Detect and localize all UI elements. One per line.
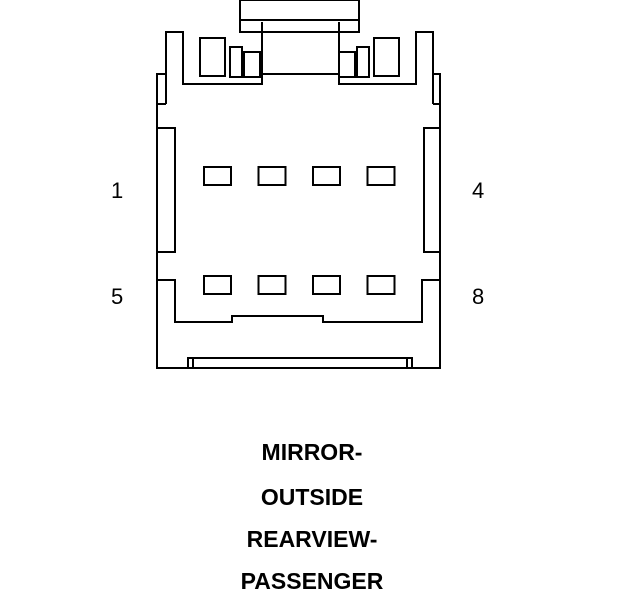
cavity-8 <box>366 275 396 295</box>
left-top-post <box>165 31 263 85</box>
caption-line-2: OUTSIDE <box>260 484 364 510</box>
cavity-4 <box>366 166 396 186</box>
connector-housing <box>156 73 441 369</box>
pin-label-5: 5 <box>111 284 123 309</box>
pin-label-8: 8 <box>472 284 484 309</box>
pin-label-1: 1 <box>111 178 123 203</box>
cavity-1 <box>203 166 232 186</box>
terminal-cavities <box>203 166 396 295</box>
cavity-3 <box>312 166 341 186</box>
pin-label-4: 4 <box>472 178 484 203</box>
caption-line-3: REARVIEW- <box>246 526 378 552</box>
cavity-5 <box>203 275 232 295</box>
caption-line-4: PASSENGER <box>240 568 384 594</box>
locking-tab <box>239 0 360 75</box>
cavity-2 <box>257 166 287 186</box>
cavity-6 <box>257 275 287 295</box>
right-top-post <box>338 31 434 85</box>
cavity-7 <box>312 275 341 295</box>
caption-line-1: MIRROR- <box>261 439 363 465</box>
